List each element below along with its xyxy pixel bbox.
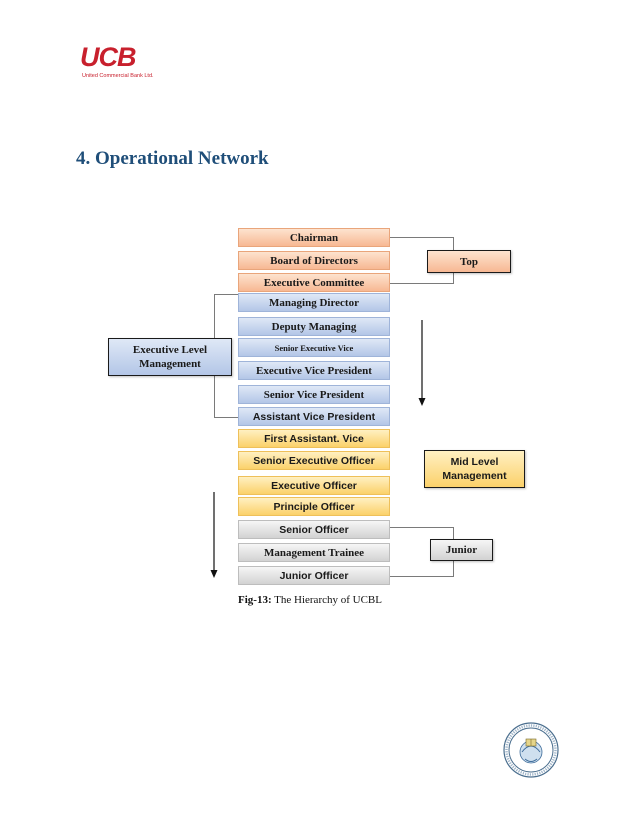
junior-bracket-bottom (390, 576, 454, 577)
caption-text: The Hierarchy of UCBL (271, 594, 382, 606)
caption-label: Fig-13: (238, 594, 272, 606)
rank-junior-officer: Junior Officer (238, 566, 390, 585)
rank-senior-executive-officer: Senior Executive Officer (238, 451, 390, 470)
ucb-logo: UCB United Commercial Bank Ltd. (80, 44, 164, 82)
university-seal-icon (503, 722, 559, 778)
left-down-arrow (210, 492, 218, 578)
rank-executive-officer: Executive Officer (238, 476, 390, 495)
group-executive-level: Executive Level Management (108, 338, 232, 376)
rank-senior-officer: Senior Officer (238, 520, 390, 539)
rank-first-assistant-vice: First Assistant. Vice (238, 429, 390, 448)
rank-senior-vice-president: Senior Vice President (238, 385, 390, 404)
rank-assistant-vice-president: Assistant Vice President (238, 407, 390, 426)
rank-chairman: Chairman (238, 228, 390, 247)
right-down-arrow (418, 320, 426, 406)
rank-principle-officer: Principle Officer (238, 497, 390, 516)
logo-subtitle: United Commercial Bank Ltd. (82, 73, 154, 79)
logo-mark: UCB (80, 42, 136, 72)
rank-board-of-directors: Board of Directors (238, 251, 390, 270)
top-bracket-bottom (390, 283, 454, 284)
exec-bracket-top (214, 294, 238, 295)
group-top: Top (427, 250, 511, 273)
group-mid-level: Mid Level Management (424, 450, 525, 488)
rank-executive-committee: Executive Committee (238, 273, 390, 292)
group-junior: Junior (430, 539, 493, 561)
top-bracket-top (390, 237, 454, 238)
section-title: 4. Operational Network (76, 148, 269, 169)
junior-bracket-top (390, 527, 454, 528)
rank-deputy-managing: Deputy Managing (238, 317, 390, 336)
rank-senior-executive-vice: Senior Executive Vice (238, 338, 390, 357)
rank-executive-vice-president: Executive Vice President (238, 361, 390, 380)
rank-managing-director: Managing Director (238, 293, 390, 312)
rank-management-trainee: Management Trainee (238, 543, 390, 562)
exec-bracket-bottom (214, 417, 238, 418)
figure-caption: Fig-13: The Hierarchy of UCBL (238, 594, 382, 606)
